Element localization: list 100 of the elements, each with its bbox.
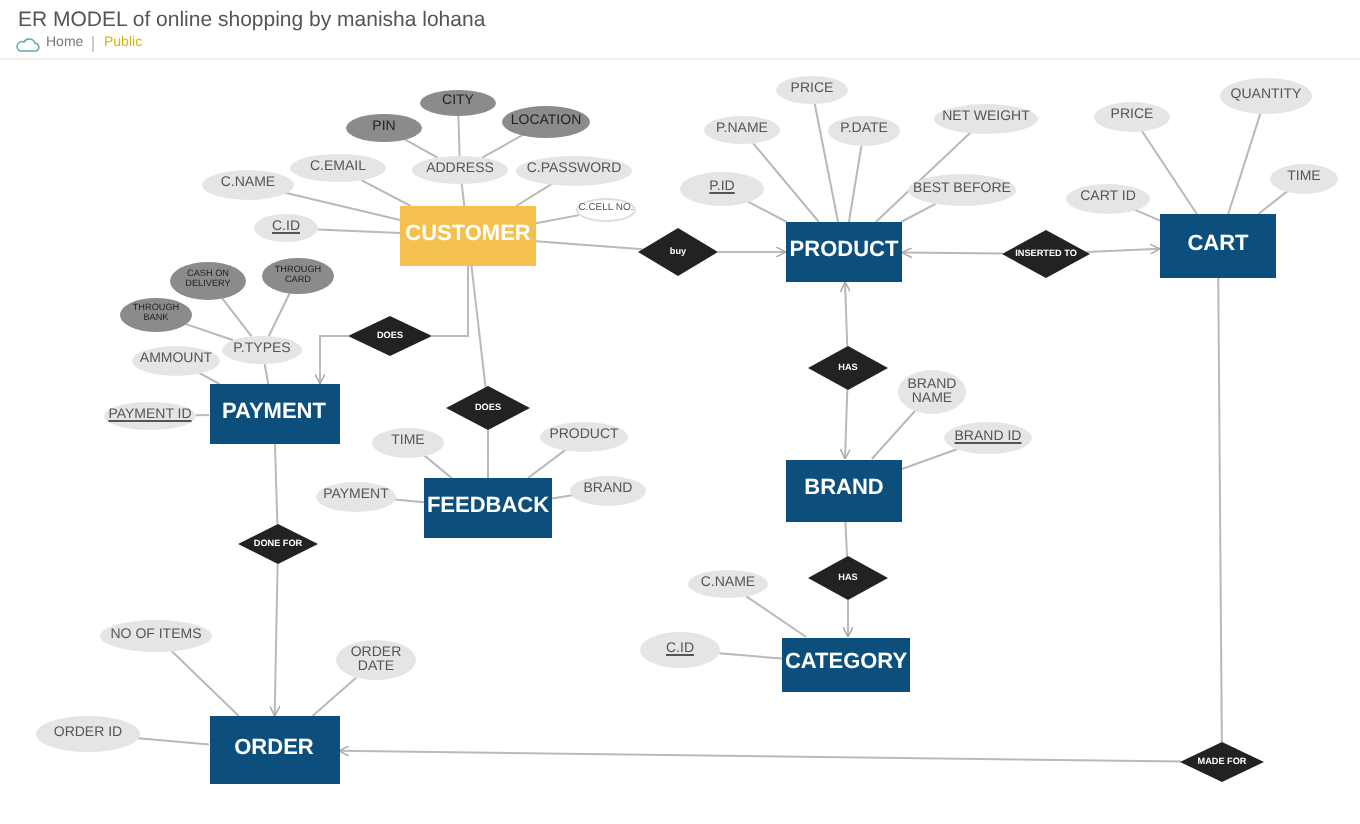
entity-name: PAYMENT [222, 402, 326, 426]
attribute-ellipse [100, 620, 212, 652]
attribute-ellipse [1066, 183, 1150, 213]
attribute-ellipse [336, 640, 416, 680]
connector-line [487, 429, 489, 479]
connector-line [718, 652, 783, 660]
entity-box [786, 222, 902, 282]
connector-line [184, 322, 235, 342]
entity-box [782, 637, 910, 691]
entity-name: FEEDBACK [426, 496, 550, 520]
connector-line [267, 292, 291, 338]
attribute-ellipse [570, 475, 646, 505]
page-title: ER MODEL of online shopping by manisha lohana [18, 8, 486, 32]
relationship-diamond [1180, 742, 1264, 782]
connector-line [1140, 129, 1198, 215]
sub-attribute-ellipse [346, 114, 422, 142]
attribute-ellipse [828, 115, 900, 145]
arrow [1085, 243, 1161, 255]
connector-line [535, 214, 580, 225]
connector-line [423, 454, 453, 479]
entity-box [400, 206, 536, 266]
arrow [338, 745, 1183, 763]
connector-line [393, 498, 425, 504]
entity-box [1160, 214, 1276, 278]
arrow [839, 281, 852, 348]
arrow [717, 246, 787, 258]
connector-line [1217, 277, 1223, 744]
connector-line [1257, 190, 1289, 215]
connector-line [481, 134, 523, 159]
connector-line [220, 296, 253, 338]
connector-line [360, 179, 412, 207]
attribute-ellipse [412, 156, 508, 184]
connector-line [273, 443, 279, 526]
arrow [314, 335, 349, 385]
entity-box [424, 478, 552, 538]
connector-line [844, 520, 848, 558]
entity-box [209, 384, 339, 444]
sub-attribute-ellipse [502, 106, 590, 138]
entity-name: BRAND [804, 478, 884, 502]
arrow [839, 388, 852, 460]
attribute-ellipse [36, 716, 140, 752]
connector-line [746, 200, 788, 223]
entity-name: CATEGORY [784, 652, 908, 676]
connector-line [457, 114, 461, 157]
attribute-ellipse [908, 174, 1016, 206]
connector-line [460, 183, 466, 207]
sub-attribute-ellipse [120, 297, 192, 331]
key-attribute-ellipse [944, 422, 1032, 454]
relationship-diamond [638, 228, 718, 276]
connector-line [311, 676, 358, 717]
connector-line [263, 362, 270, 385]
attribute-ellipse [372, 427, 444, 457]
entity-box [786, 459, 902, 521]
connector-line [1133, 208, 1161, 222]
attribute-ellipse [540, 421, 628, 451]
attribute-ellipse [222, 336, 302, 364]
connector-line [470, 265, 487, 389]
key-attribute-ellipse [254, 214, 318, 242]
attribute-ellipse [1220, 78, 1312, 114]
attribute-ellipse [290, 154, 386, 182]
connector-line [170, 650, 240, 717]
attribute-ellipse [688, 570, 768, 598]
connector-line [847, 143, 863, 223]
key-attribute-ellipse [104, 402, 196, 430]
connector-line [900, 202, 937, 223]
arrow [901, 246, 1004, 259]
connector-line [901, 448, 958, 471]
arrow [842, 599, 854, 638]
connector-line [515, 182, 553, 207]
attribute-ellipse [1094, 101, 1170, 131]
attribute-ellipse [132, 345, 220, 375]
connector-line [813, 102, 840, 223]
connector-line [316, 228, 401, 234]
entity-box [209, 716, 339, 784]
arrow [269, 562, 281, 717]
attribute-ellipse [202, 169, 294, 199]
entity-name: ORDER [234, 738, 314, 762]
relationship-diamond [808, 556, 888, 600]
connector-line [874, 131, 972, 223]
attribute-ellipse [776, 76, 848, 104]
connector-line [745, 595, 808, 638]
relationship-diamond [1002, 230, 1090, 278]
sub-attribute-ellipse [420, 89, 496, 115]
sub-attribute-ellipse [170, 261, 246, 299]
connector-line [752, 142, 820, 223]
connector-line [551, 494, 574, 500]
attribute-ellipse [576, 198, 636, 222]
relationship-diamond [808, 346, 888, 390]
connector-line [137, 737, 210, 746]
connector-line [194, 414, 210, 417]
attribute-ellipse [704, 116, 780, 144]
connector-line [198, 371, 221, 385]
connector-line [431, 265, 469, 337]
key-attribute-ellipse [640, 632, 720, 668]
connector-line [1227, 112, 1262, 215]
attribute-ellipse [934, 103, 1038, 133]
connector-line [404, 138, 439, 159]
relationship-diamond [238, 524, 318, 564]
attribute-ellipse [1270, 163, 1338, 193]
attribute-ellipse [898, 370, 966, 414]
